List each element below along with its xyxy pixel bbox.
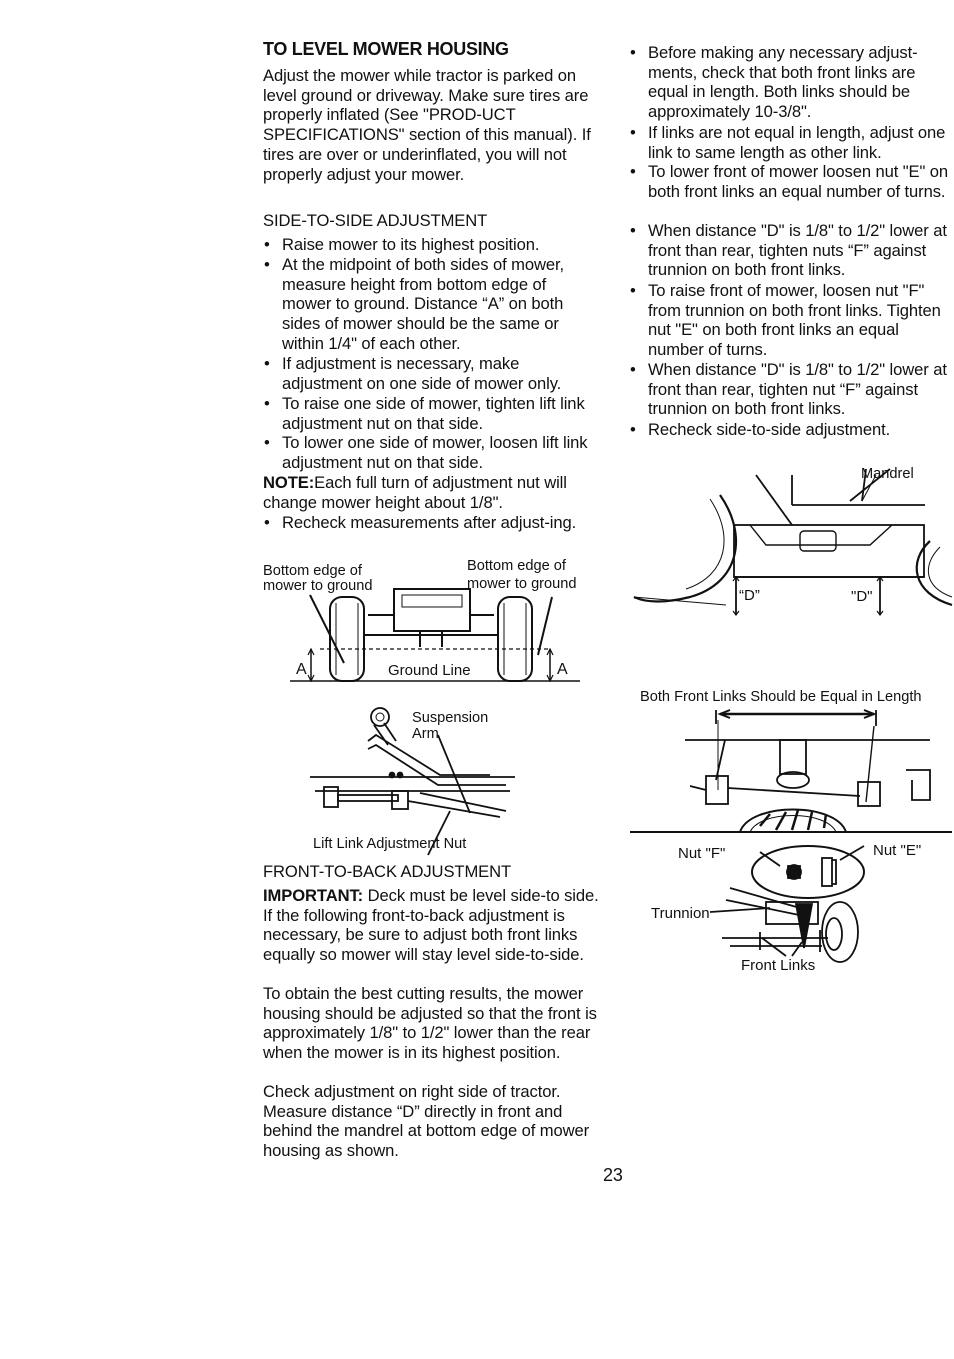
bullet-icon: • <box>264 513 270 532</box>
a-left-label: A <box>296 661 307 678</box>
list-item: • Raise mower to its highest position. <box>264 235 599 255</box>
list-item: • If links are not equal in length, adju… <box>630 123 952 162</box>
list-item-text: To lower front of mower loosen nut "E" o… <box>648 162 949 201</box>
lift-link-nut-label: Lift Link Adjustment Nut <box>313 836 467 852</box>
note-text: Each full turn of adjustment nut will ch… <box>263 473 567 512</box>
d-right-label: "D" <box>851 588 873 605</box>
list-item-text: To raise front of mower, loosen nut "F" … <box>648 281 941 360</box>
bullet-icon: • <box>264 255 270 274</box>
list-item-text: When distance "D" is 1/8" to 1/2" lower … <box>648 221 947 280</box>
note-paragraph: NOTE:Each full turn of adjustment nut wi… <box>263 473 583 512</box>
list-item: • To raise one side of mower, tighten li… <box>264 394 599 433</box>
list-item-text: If links are not equal in length, adjust… <box>648 123 946 162</box>
list-item: • If adjustment is necessary, make adjus… <box>264 354 599 393</box>
section-heading: TO LEVEL MOWER HOUSING <box>263 39 509 59</box>
front-links-label: Front Links <box>741 957 816 974</box>
suspension-arm-label: Suspension <box>412 710 489 726</box>
nut-f-label: Nut "F" <box>678 845 726 862</box>
suspension-arm-label: Arm <box>412 726 439 742</box>
list-item-text: Recheck measurements after adjust-ing. <box>282 513 577 532</box>
list-item: • Recheck measurements after adjust-ing. <box>264 513 599 533</box>
nut-e-label: Nut "E" <box>873 842 922 859</box>
list-item-text: Before making any necessary adjust-ments… <box>648 43 918 122</box>
important-label: IMPORTANT: <box>263 886 364 905</box>
bullet-icon: • <box>264 394 270 413</box>
list-item-text: Recheck side-to-side adjustment. <box>648 420 891 439</box>
bullet-icon: • <box>630 43 636 62</box>
bullet-icon: • <box>264 433 270 452</box>
right-bottom-edge-label: Bottom edge of <box>467 558 566 574</box>
list-item: • To lower one side of mower, loosen lif… <box>264 433 599 472</box>
important-text: Deck must be level side-to side. If the … <box>263 886 599 965</box>
bullet-icon: • <box>264 235 270 254</box>
important-paragraph: IMPORTANT: Deck must be level side-to si… <box>263 886 601 965</box>
paragraph: Check adjustment on right side of tracto… <box>263 1082 590 1161</box>
list-item: • At the midpoint of both sides of mower… <box>264 255 599 354</box>
list-item: • Recheck side-to-side adjustment. <box>630 420 952 440</box>
bullet-icon: • <box>264 354 270 373</box>
list-item-text: To lower one side of mower, loosen lift … <box>282 433 588 472</box>
bullet-icon: • <box>630 360 636 379</box>
list-item-text: If adjustment is necessary, make adjustm… <box>282 354 562 393</box>
bullet-icon: • <box>630 281 636 300</box>
note-label: NOTE: <box>263 473 315 492</box>
front-links-drawing <box>630 709 952 833</box>
list-item: • When distance "D" is 1/8" to 1/2" lowe… <box>630 360 952 419</box>
intro-paragraph: Adjust the mower while tractor is parked… <box>263 66 591 184</box>
d-left-label: “D” <box>739 587 760 604</box>
list-item-text: To raise one side of mower, tighten lift… <box>282 394 585 433</box>
a-right-label: A <box>557 661 568 678</box>
paragraph: To obtain the best cutting results, the … <box>263 984 597 1063</box>
list-item-text: At the midpoint of both sides of mower, … <box>282 255 565 353</box>
trunnion-label: Trunnion <box>651 905 710 922</box>
right-bottom-edge-label: mower to ground <box>467 576 577 592</box>
list-item: • Before making any necessary adjust-men… <box>630 43 952 122</box>
front-to-back-heading: FRONT-TO-BACK ADJUSTMENT <box>263 862 512 881</box>
bullet-icon: • <box>630 123 636 142</box>
page-number: 23 <box>603 1165 623 1185</box>
left-bottom-edge-label: Bottom edge of <box>263 563 362 579</box>
bullet-icon: • <box>630 221 636 240</box>
ground-line-label: Ground Line <box>388 662 471 679</box>
suspension-drawing <box>310 707 515 856</box>
mandrel-drawing <box>633 468 953 616</box>
nut-trunnion-drawing <box>709 845 865 963</box>
left-bottom-edge-label: mower to ground <box>263 578 373 594</box>
front-links-caption: Both Front Links Should be Equal in Leng… <box>640 689 922 705</box>
list-item-text: When distance "D" is 1/8" to 1/2" lower … <box>648 360 947 419</box>
wheels-drawing <box>290 588 580 683</box>
list-item: • To raise front of mower, loosen nut "F… <box>630 281 952 360</box>
bullet-icon: • <box>630 420 636 439</box>
list-item-text: Raise mower to its highest position. <box>282 235 540 254</box>
list-item: • When distance "D" is 1/8" to 1/2" lowe… <box>630 221 952 280</box>
list-item: • To lower front of mower loosen nut "E"… <box>630 162 952 201</box>
side-to-side-heading: SIDE-TO-SIDE ADJUSTMENT <box>263 211 488 230</box>
bullet-icon: • <box>630 162 636 181</box>
